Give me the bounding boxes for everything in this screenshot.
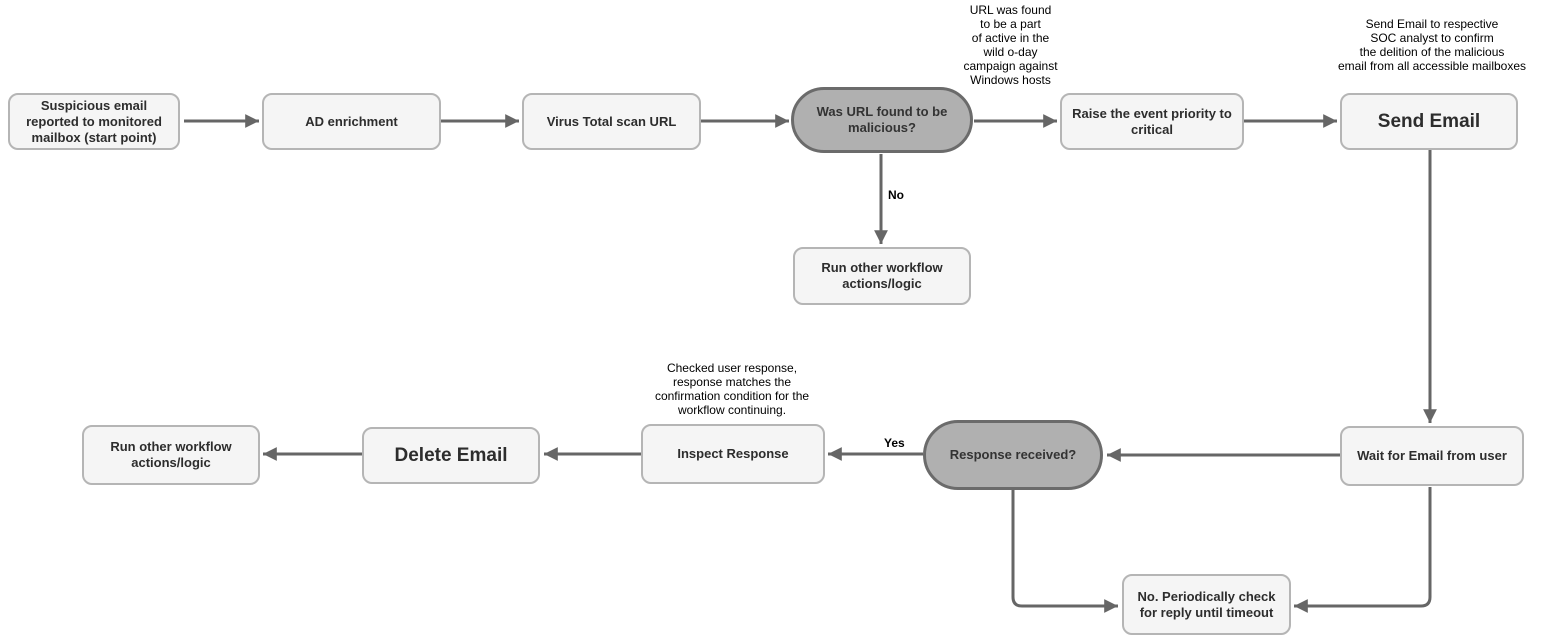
node-inspect-response: Inspect Response: [641, 424, 825, 484]
node-ad-enrichment: AD enrichment: [262, 93, 441, 150]
node-decision-response-received: Response received?: [923, 420, 1103, 490]
node-ad-enrichment-label: AD enrichment: [305, 113, 398, 129]
node-run-other-workflow-top: Run other workflow actions/logic: [793, 247, 971, 305]
annotation-inspect-response: Checked user response, response matches …: [654, 361, 810, 417]
node-decision-response-received-label: Response received?: [949, 447, 1077, 462]
node-inspect-response-label: Inspect Response: [677, 446, 789, 461]
arrow-wait-to-periodic: [1294, 487, 1432, 613]
node-decision-url-malicious-label: Was URL found to be malicious?: [816, 104, 948, 135]
node-wait-for-email-label: Wait for Email from user: [1357, 448, 1507, 463]
node-delete-email-label: Delete Email: [394, 444, 508, 466]
annotation-send-email: Send Email to respective SOC analyst to …: [1337, 17, 1527, 73]
node-raise-priority-label: Raise the event priority to critical: [1072, 105, 1232, 137]
edge-label-no: No: [888, 188, 904, 202]
node-raise-priority: Raise the event priority to critical: [1060, 93, 1244, 150]
edge-label-yes: Yes: [884, 436, 905, 450]
node-periodic-check: No. Periodically check for reply until t…: [1122, 574, 1291, 635]
node-run-other-workflow-bottom-label: Run other workflow actions/logic: [110, 439, 232, 470]
node-virus-total-scan-label: Virus Total scan URL: [546, 113, 677, 129]
node-send-email-label: Send Email: [1377, 110, 1481, 132]
node-wait-for-email: Wait for Email from user: [1340, 426, 1524, 486]
node-start: Suspicious email reported to monitored m…: [8, 93, 180, 150]
node-run-other-workflow-bottom: Run other workflow actions/logic: [82, 425, 260, 485]
arrow-decision2-to-periodic: [1011, 490, 1118, 613]
node-delete-email: Delete Email: [362, 427, 540, 484]
node-send-email: Send Email: [1340, 93, 1518, 150]
node-start-label: Suspicious email reported to monitored m…: [26, 97, 162, 145]
node-decision-url-malicious: Was URL found to be malicious?: [791, 87, 973, 153]
node-periodic-check-label: No. Periodically check for reply until t…: [1137, 588, 1276, 620]
node-run-other-workflow-top-label: Run other workflow actions/logic: [821, 260, 943, 291]
annotation-url-campaign: URL was found to be a part of active in …: [963, 3, 1058, 87]
node-virus-total-scan: Virus Total scan URL: [522, 93, 701, 150]
